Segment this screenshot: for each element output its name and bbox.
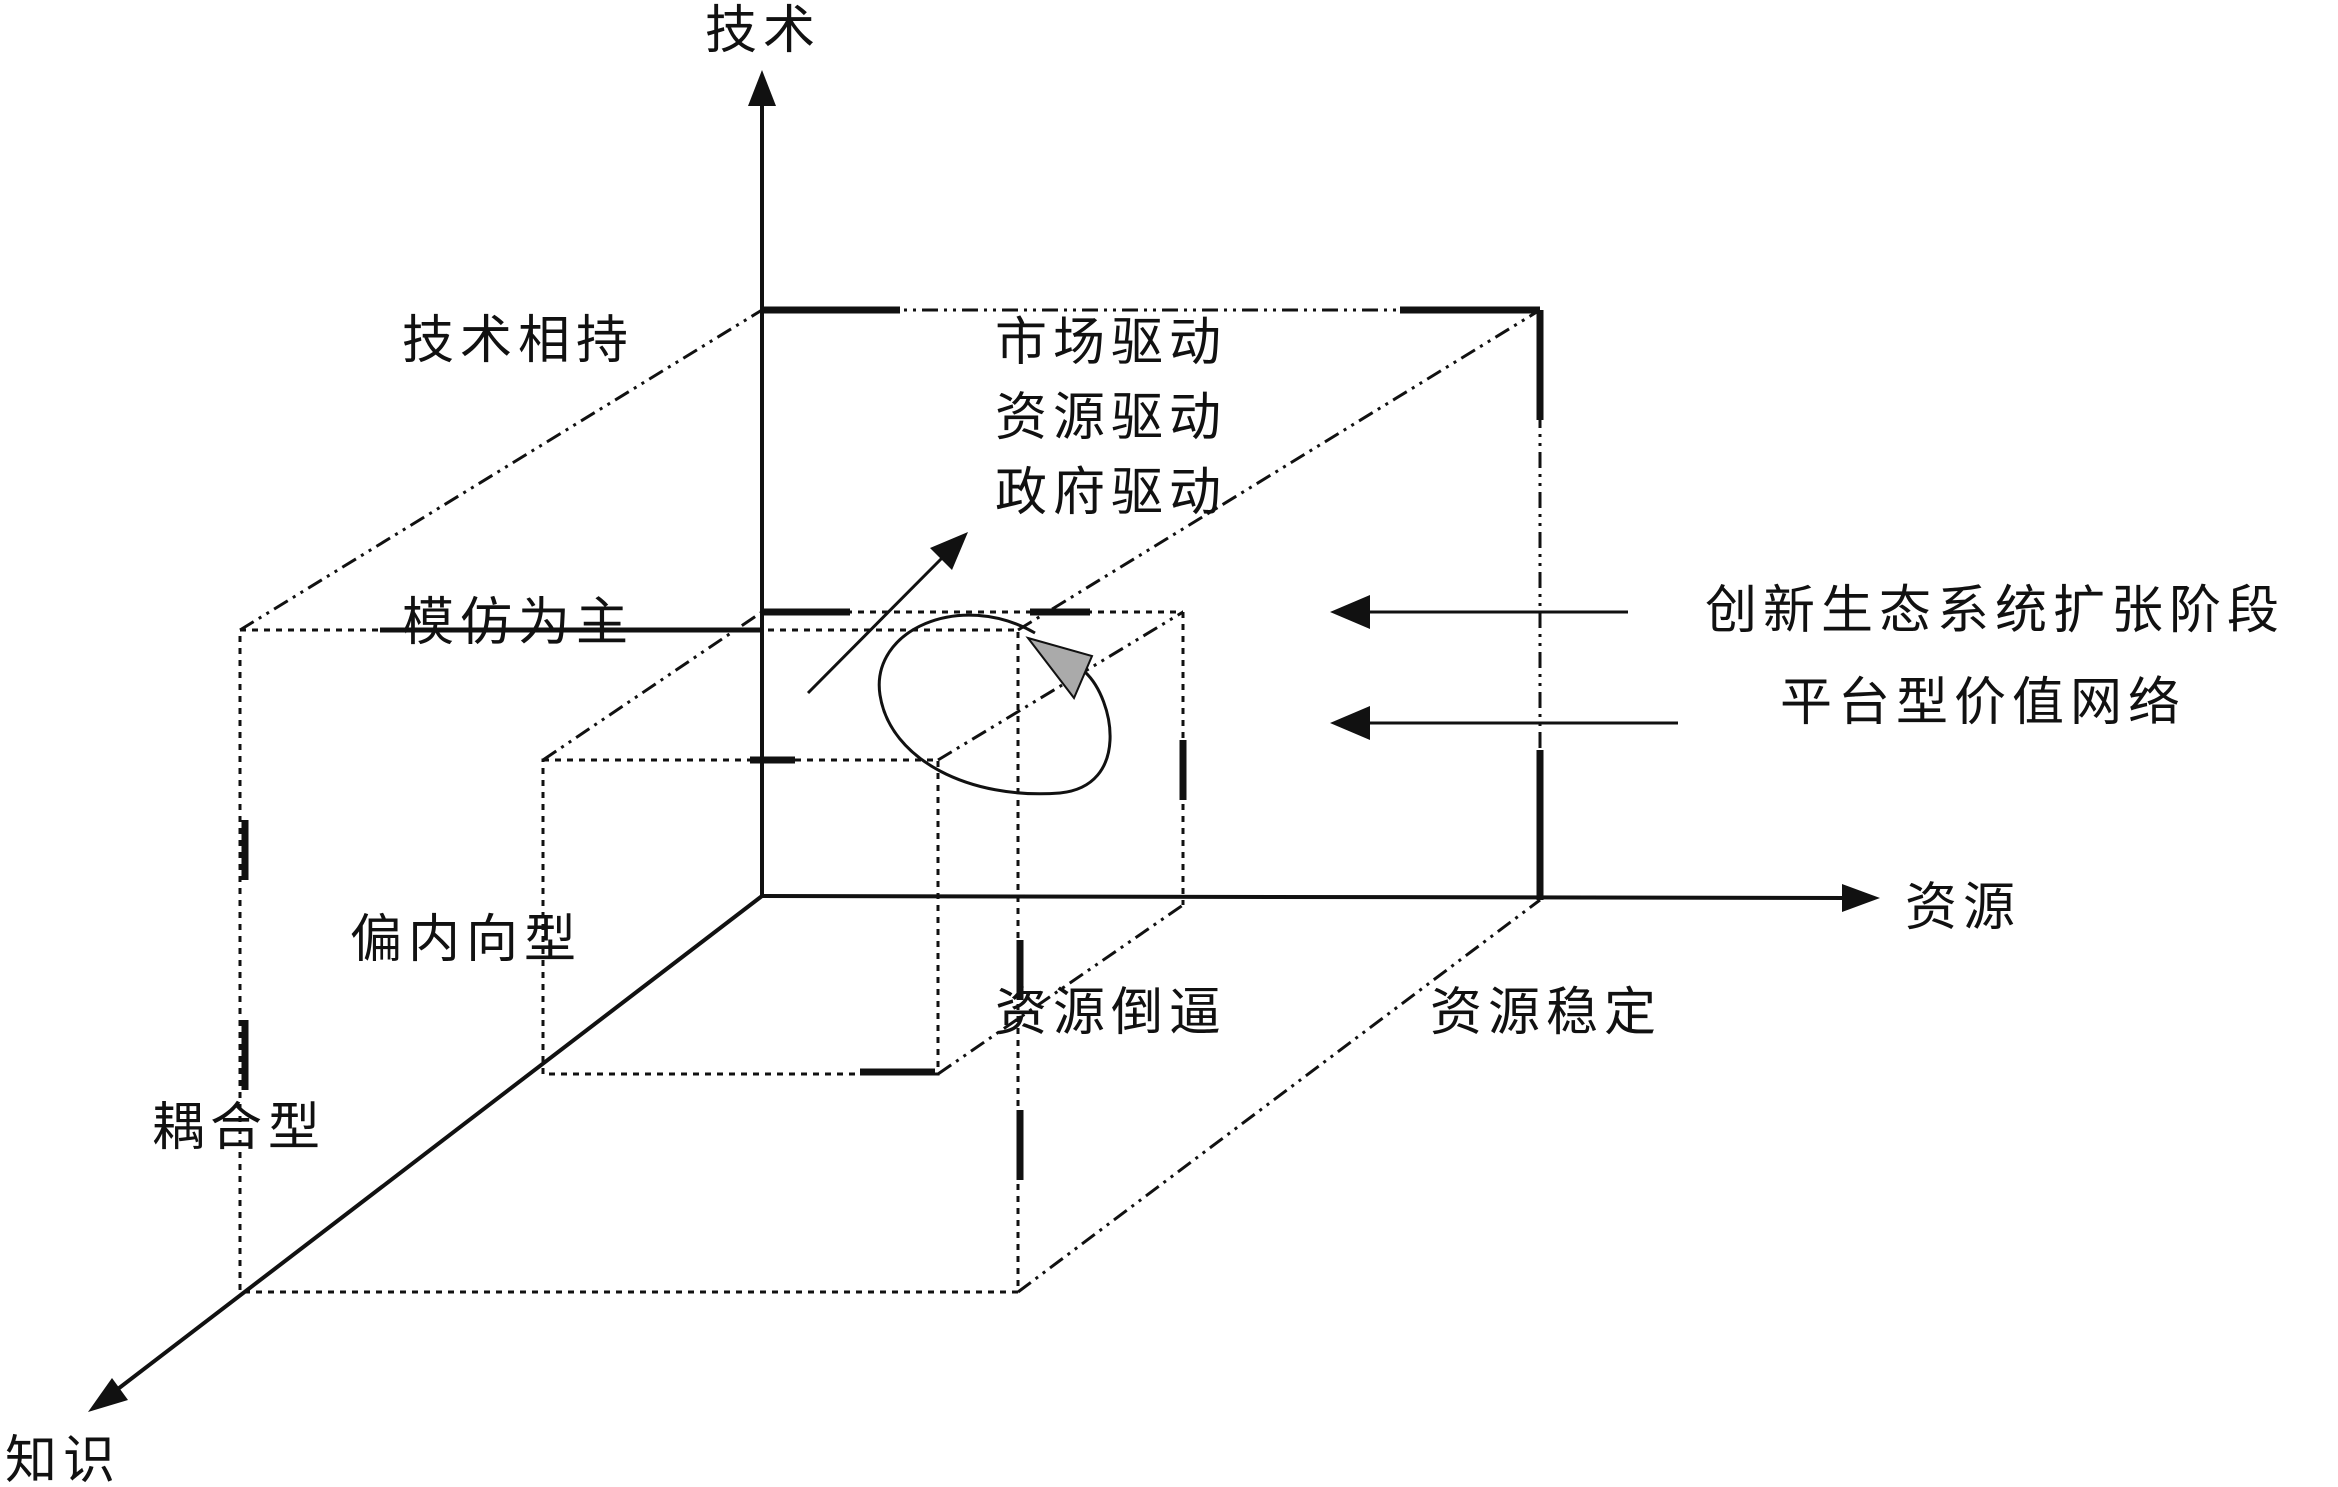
resource-axis xyxy=(761,894,1846,900)
coupling-type-label: 耦合型 xyxy=(152,1098,326,1158)
imitation-main-label: 模仿为主 xyxy=(402,593,634,653)
resource-forced-label: 资源倒逼 xyxy=(995,983,1227,1043)
expansion-stage-label: 创新生态系统扩张阶段 xyxy=(1705,581,2285,641)
knowledge-axis-arrow-icon xyxy=(88,1378,128,1412)
platform-network-label: 平台型价值网络 xyxy=(1780,673,2186,733)
resource-stable-label: 资源稳定 xyxy=(1430,983,1662,1043)
inward-type-label: 偏内向型 xyxy=(350,910,582,970)
knowledge-axis-label: 知识 xyxy=(5,1431,121,1487)
growth-arrow xyxy=(806,553,947,695)
axes xyxy=(88,70,1880,1412)
driver-resource-label: 资源驱动 xyxy=(995,388,1227,448)
cycle-loop-arrowhead-icon xyxy=(1025,636,1094,700)
resource-axis-label: 资源 xyxy=(1905,878,2021,938)
technology-axis-arrow-icon xyxy=(748,70,776,106)
expansion-stage-arrow-icon xyxy=(1330,595,1370,629)
technology-axis-label: 技术 xyxy=(705,1,821,61)
driver-market-label: 市场驱动 xyxy=(995,313,1227,373)
platform-network-arrow-icon xyxy=(1330,706,1370,740)
driver-government-label: 政府驱动 xyxy=(995,463,1227,523)
cycle-loop xyxy=(877,613,1112,796)
knowledge-axis xyxy=(108,894,764,1397)
tech-support-label: 技术相持 xyxy=(402,311,634,371)
growth-arrow-head-icon xyxy=(930,532,968,570)
resource-axis-arrow-icon xyxy=(1842,884,1880,912)
inner-box xyxy=(541,608,1187,1076)
